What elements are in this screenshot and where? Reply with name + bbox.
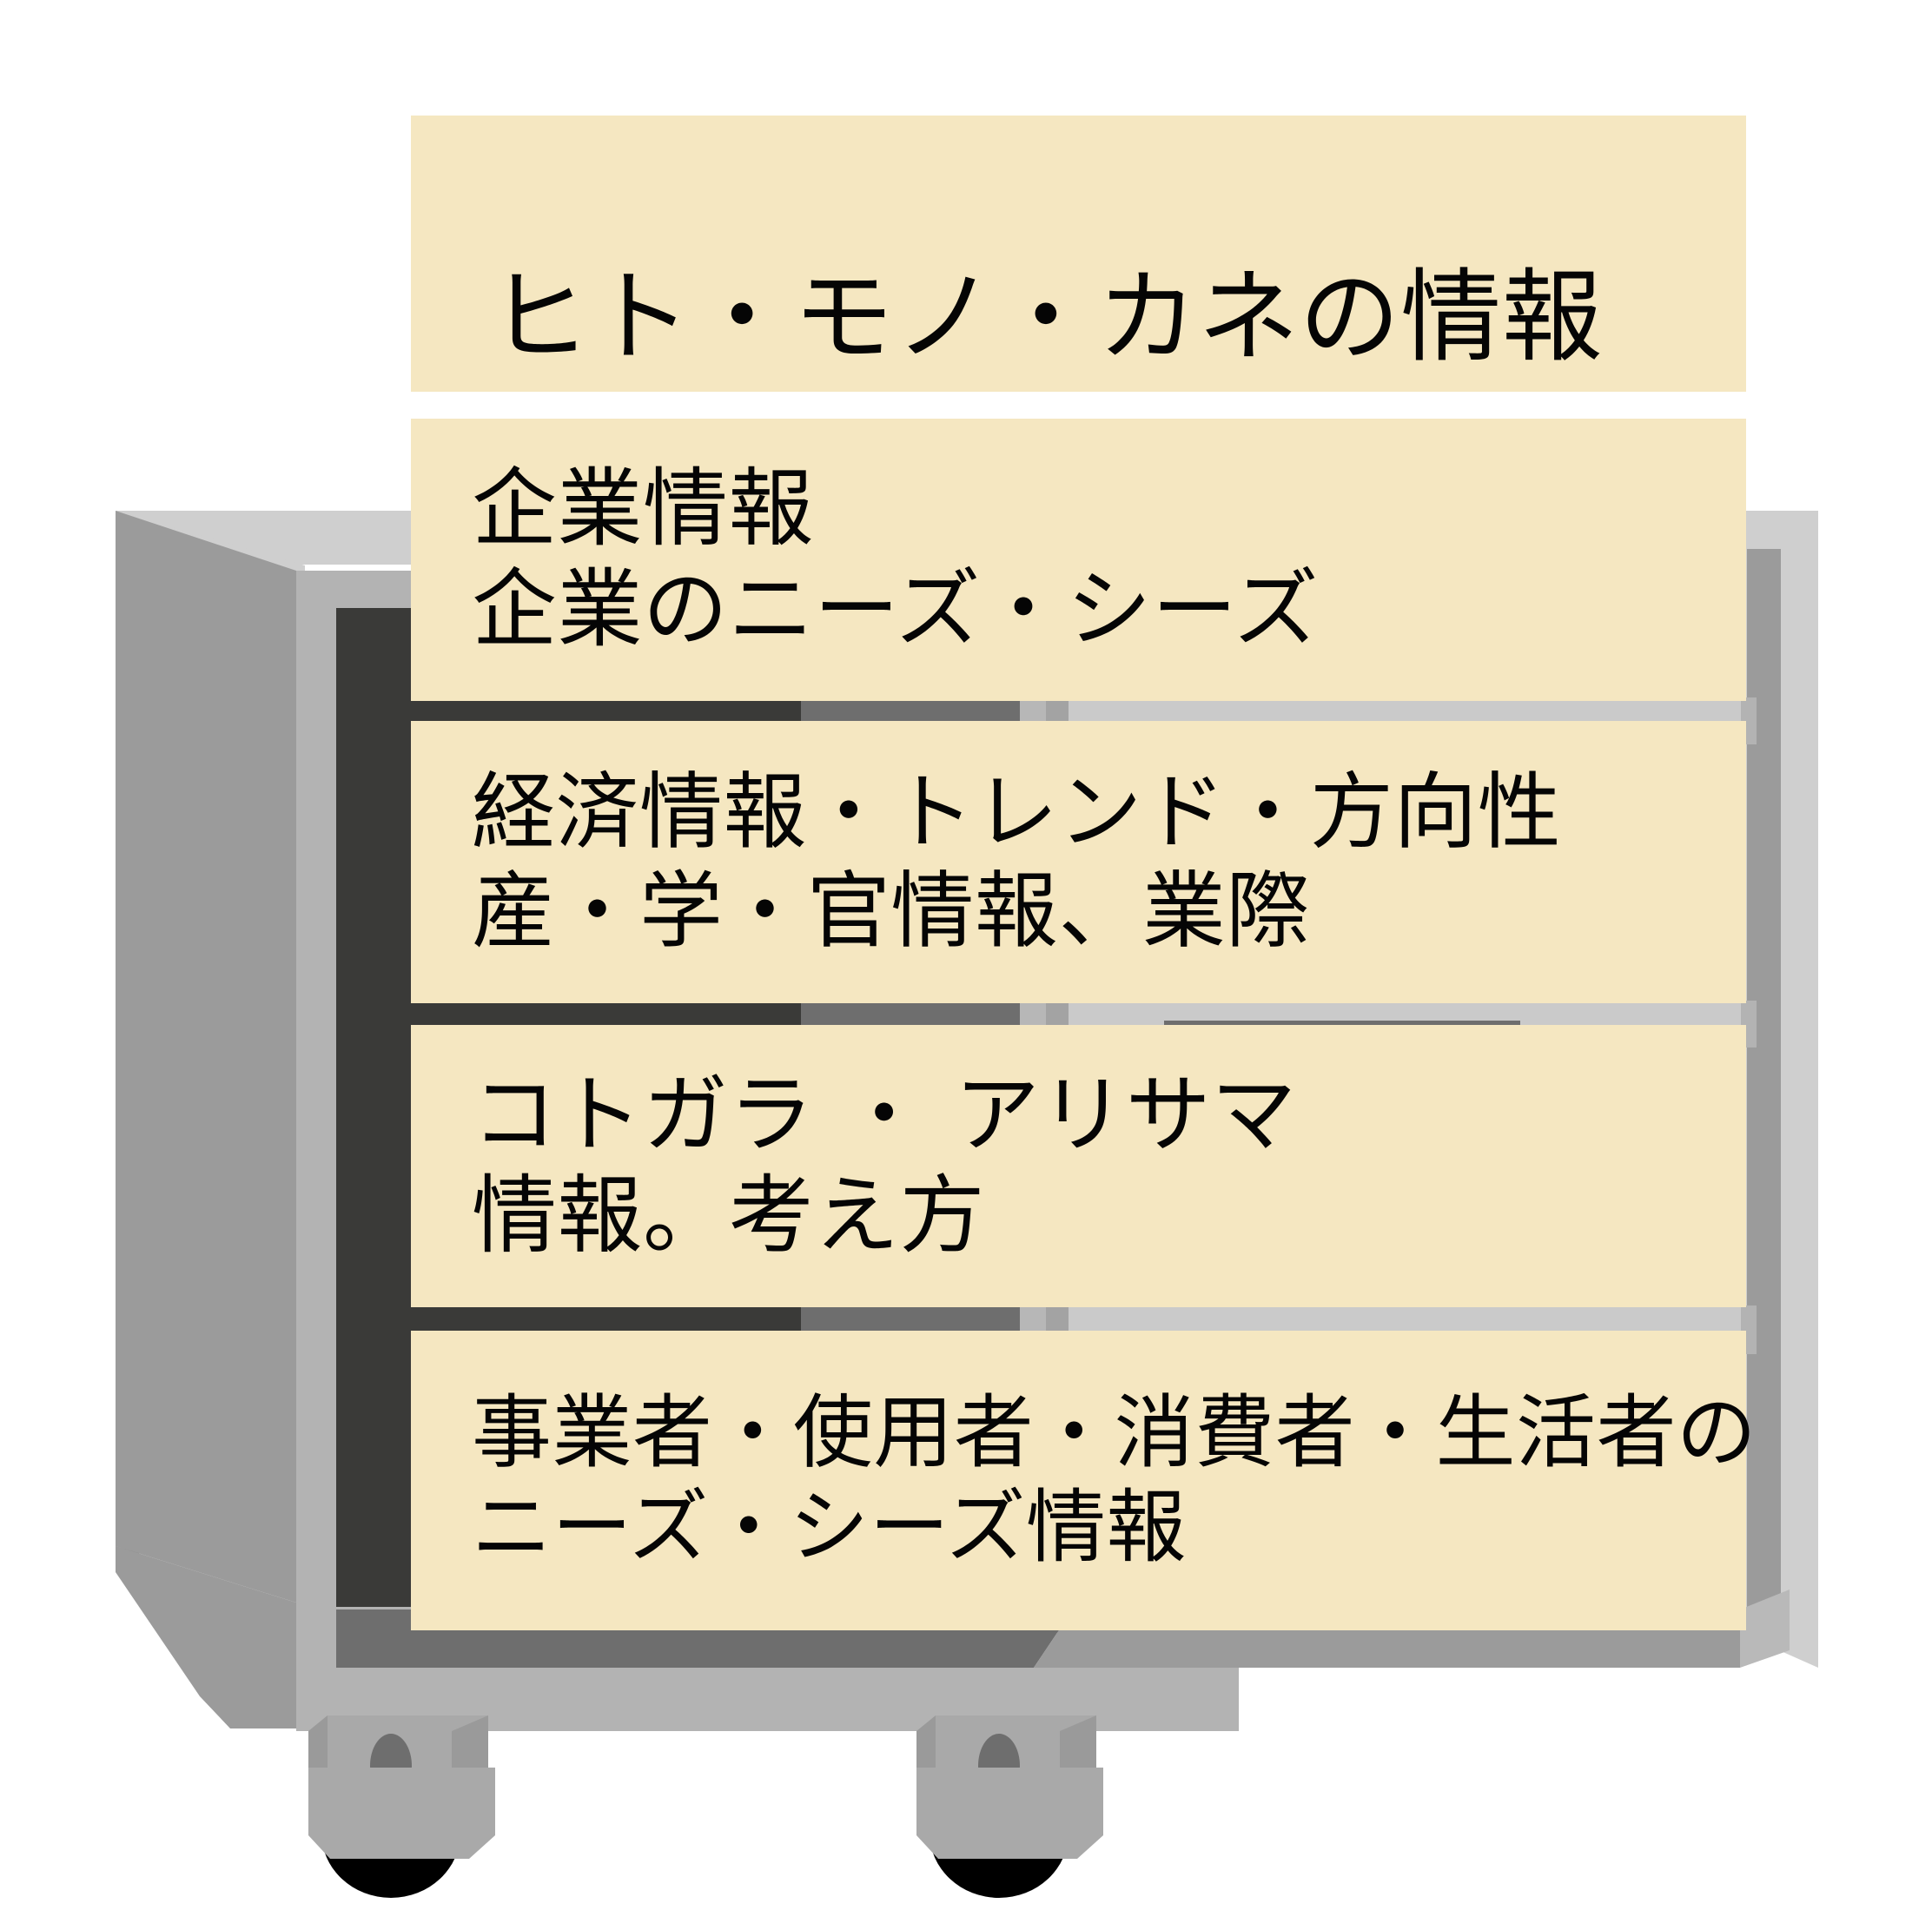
banner-economy-line-1: 経済情報・トレンド・方向性 [472,763,1562,862]
banner-matters-line-2: 情報。考え方 [472,1166,985,1266]
banner-users-line-2: ニーズ・シーズ情報 [472,1480,1187,1574]
banner-matters: コトガラ ・ アリサマ 情報。考え方 [411,1025,1746,1307]
banner-company-line-1: 企業情報 [472,459,814,559]
banner-title-line-1: ヒト・モノ・カネの情報 [489,259,1604,377]
banner-users: 事業者・使用者・消費者・生活者の ニーズ・シーズ情報 [411,1331,1757,1630]
banner-company: 企業情報 企業のニーズ・シーズ [411,419,1746,701]
caster-right [916,1715,1103,1898]
banner-company-line-2: 企業のニーズ・シーズ [472,559,1320,659]
banner-economy-line-2: 産・学・官情報、業際 [472,862,1310,960]
cabinet-right-inner-face [1747,549,1781,1646]
banner-economy: 経済情報・トレンド・方向性 産・学・官情報、業際 [411,721,1746,1003]
caster-left [308,1715,495,1898]
banner-title: ヒト・モノ・カネの情報 [411,116,1746,392]
cabinet-left-side-panel [116,511,296,1603]
banner-users-line-1: 事業者・使用者・消費者・生活者の [472,1385,1757,1479]
banner-matters-line-1: コトガラ ・ アリサマ [472,1065,1297,1165]
